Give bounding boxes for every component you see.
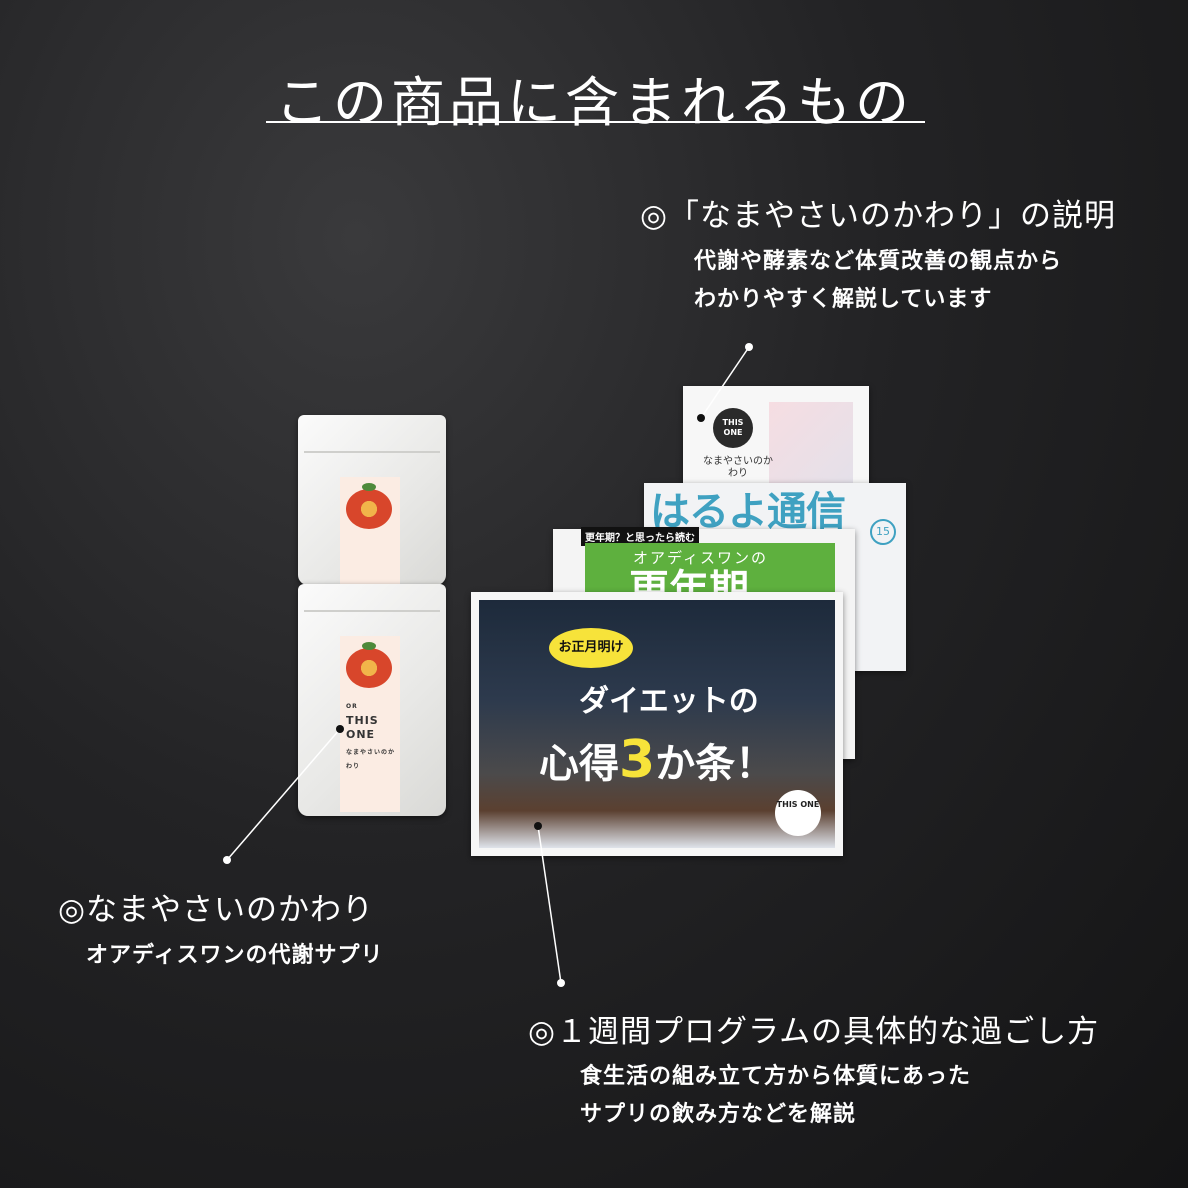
flyer-line-1: ダイエットの: [579, 684, 759, 719]
pouch-brand-top: OR: [346, 703, 358, 710]
explanation-description: 代謝や酵素など体質改善の観点から わかりやすく解説しています: [694, 243, 1062, 319]
supplement-heading: ◎なまやさいのかわり: [58, 892, 375, 928]
flyer-line-2-b: か条！: [655, 741, 776, 787]
booklet-title: なまやさいのかわり: [703, 456, 773, 479]
flyer-badge: お正月明け: [549, 628, 633, 668]
program-leader-dot: [557, 979, 565, 987]
pouch-zipper: [304, 610, 440, 612]
supplement-pouch-back: [298, 415, 446, 585]
page-title: この商品に含まれるもの: [275, 71, 913, 134]
flyer-line-2: 心得3か条！: [539, 730, 775, 790]
explanation-booklet: THIS ONE なまやさいのかわり: [683, 386, 869, 492]
newsletter-number: 15: [870, 519, 896, 545]
menopause-subtitle: オアディスワンの: [633, 549, 768, 567]
booklet-logo: THIS ONE: [713, 408, 753, 448]
supplement-line-1: オアディスワンの代謝サプリ: [86, 943, 384, 968]
menopause-tag: 更年期？と思ったら読む: [581, 527, 699, 546]
flyer-line-2-a: 心得: [539, 741, 619, 787]
pouch-product-name: なまやさいのかわり: [346, 749, 396, 770]
pouch-label: [340, 477, 400, 585]
pouch-zipper: [304, 451, 440, 453]
tomato-icon: [346, 648, 392, 688]
program-line-1: 食生活の組み立て方から体質にあった: [580, 1064, 972, 1089]
tomato-leaf-icon: [362, 642, 376, 650]
booklet-photo: [769, 402, 853, 492]
tomato-leaf-icon: [362, 483, 376, 491]
pouch-label: OR THIS ONE なまやさいのかわり: [340, 636, 400, 812]
explanation-leader-dot: [745, 343, 753, 351]
diet-program-flyer: お正月明け ダイエットの 心得3か条！ THIS ONE: [471, 592, 843, 856]
newsletter-title: はるよ通信: [650, 489, 845, 533]
title-underline: [266, 121, 925, 123]
program-line-2: サプリの飲み方などを解説: [580, 1102, 857, 1127]
program-description: 食生活の組み立て方から体質にあった サプリの飲み方などを解説: [580, 1058, 971, 1134]
supplement-leader-dot: [223, 856, 231, 864]
supplement-pouch-front: OR THIS ONE なまやさいのかわり: [298, 584, 446, 816]
explanation-line-1: 代謝や酵素など体質改善の観点から: [694, 249, 1063, 274]
flyer-line-2-number: 3: [619, 730, 656, 790]
supplement-description: オアディスワンの代謝サプリ: [86, 937, 383, 975]
flyer-logo: THIS ONE: [775, 790, 821, 836]
explanation-line-2: わかりやすく解説しています: [694, 287, 993, 312]
pouch-brand-name: THIS ONE: [346, 714, 379, 741]
pouch-brand: OR THIS ONE なまやさいのかわり: [346, 700, 400, 774]
explanation-heading: ◎「なまやさいのかわり」の説明: [640, 198, 1117, 234]
program-heading: ◎１週間プログラムの具体的な過ごし方: [528, 1014, 1100, 1050]
tomato-icon: [346, 489, 392, 529]
